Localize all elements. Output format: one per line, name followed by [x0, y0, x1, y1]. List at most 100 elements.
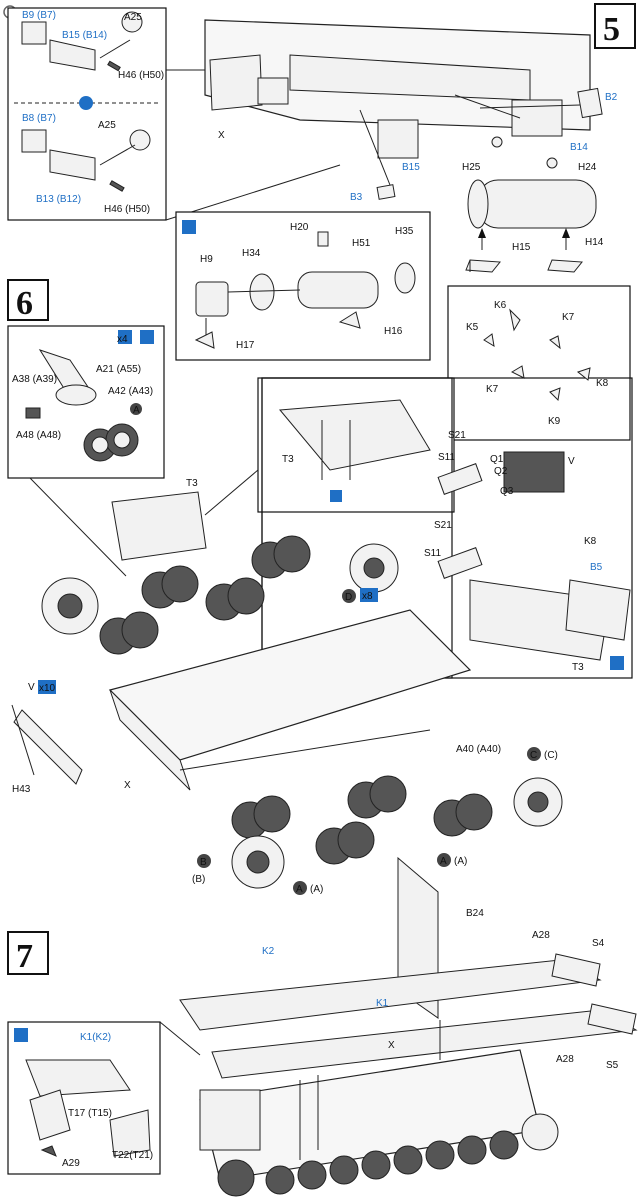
step6-suspension-inset: x4 A38 (A39) A21 (A55) A42 (A43) A48 (A4… — [7, 325, 165, 577]
step-6-number: 6 — [16, 285, 33, 322]
track-label-K6: K6 — [494, 300, 507, 311]
step-5: 5 B9 (B7) B15 (B14) A25 H46 (H50) B8 (B — [7, 3, 636, 361]
inset7-label-T22: T22(T21) — [112, 1150, 153, 1161]
hull-label-H24: H24 — [578, 162, 597, 173]
hull-label-B15: B15 — [402, 162, 420, 173]
track-label-S21b: S21 — [434, 520, 452, 531]
muffler-label-H16: H16 — [384, 326, 403, 337]
fender-K1 — [211, 1009, 638, 1079]
hull6-label-A40: A40 (A40) — [456, 744, 501, 755]
inset-label-1: B15 (B14) — [62, 30, 107, 41]
inset-label-7: H46 (H50) — [104, 204, 150, 215]
step7-label-K1: K1 — [376, 998, 389, 1009]
track-label-K9: K9 — [548, 416, 561, 427]
hull-label-B2: B2 — [605, 92, 618, 103]
hull-label-H15: H15 — [512, 242, 531, 253]
muffler-label-H51: H51 — [352, 238, 371, 249]
hull-label-H25: H25 — [462, 162, 481, 173]
track-label-T3c: T3 — [186, 478, 198, 489]
hull6-label-X: X — [124, 780, 131, 791]
hull6-label-A1: A — [296, 884, 303, 895]
track-label-Q2: Q2 — [494, 466, 508, 477]
step-7: 7 B24 K2 A28 S4 K1 X A2 — [7, 856, 638, 1197]
track-label-K5: K5 — [466, 322, 479, 333]
track-label-K8: K8 — [596, 378, 609, 389]
inset-label-4: B8 (B7) — [22, 113, 56, 124]
step7-label-A28b: A28 — [556, 1054, 574, 1065]
engine-deck-T3 — [111, 491, 207, 561]
step-7-number: 7 — [16, 938, 33, 975]
step7-label-A28a: A28 — [532, 930, 550, 941]
track-label-Q3: Q3 — [500, 486, 514, 497]
hull6-label-H43: H43 — [12, 784, 31, 795]
inset-label-5: A25 — [98, 120, 116, 131]
step6-track-inset: T3 K6 K5 K7 K7 K8 K9 S21 S11 Q1 Q2 Q3 — [186, 285, 633, 679]
inset6-label-A: A — [133, 405, 140, 416]
fender-K2 — [179, 959, 602, 1031]
step-6: 6 x4 A38 (A39) A21 (A55) A42 (A43) A48 (… — [7, 279, 633, 895]
step6-lower-hull: V x10 H43 X D x8 A40 (A40) C (C) B (B) A… — [11, 535, 563, 895]
muffler-label-H9: H9 — [200, 254, 213, 265]
track-label-S11b: S11 — [424, 548, 441, 559]
hull6-label-D: D — [345, 592, 352, 603]
hull6-label-x8: x8 — [362, 591, 373, 602]
muffler-label-H17: H17 — [236, 340, 255, 351]
step-5-box — [594, 3, 636, 49]
hull6-label-Bb: (B) — [192, 874, 205, 885]
step7-inset: K1(K2) T17 (T15) A29 T22(T21) — [7, 1021, 201, 1175]
inset6-label-A38: A38 (A39) — [12, 374, 57, 385]
hull-label-B14: B14 — [570, 142, 588, 153]
t3-label-top: T3 — [282, 454, 294, 465]
inset-label-3: H46 (H50) — [118, 70, 164, 81]
paint-icon — [182, 220, 196, 234]
hull-label-X: X — [218, 130, 225, 141]
step7-roadwheels — [217, 1113, 559, 1197]
step7-label-B24: B24 — [466, 908, 484, 919]
step7-label-X: X — [388, 1040, 395, 1051]
step-7-box — [7, 931, 49, 975]
wheel-type-A-marker — [130, 403, 142, 415]
inset6-label-A42: A42 (A43) — [108, 386, 153, 397]
hull-label-B3: B3 — [350, 192, 363, 203]
muffler-label-H35: H35 — [395, 226, 414, 237]
step5-inset: B9 (B7) B15 (B14) A25 H46 (H50) B8 (B7) … — [7, 7, 341, 221]
step7-label-S5: S5 — [606, 1060, 619, 1071]
hull6-label-A2b: (A) — [454, 856, 467, 867]
track-label-K7a: K7 — [562, 312, 575, 323]
step7-label-S4: S4 — [592, 938, 605, 949]
step-6-box — [7, 279, 49, 321]
hull6-label-x10: x10 — [39, 683, 56, 694]
inset6-label-A21: A21 (A55) — [96, 364, 141, 375]
hull6-label-A2: A — [440, 856, 447, 867]
track-label-S11a: S11 — [438, 452, 455, 463]
hull-label-H14: H14 — [585, 237, 604, 248]
paint-icon-3 — [610, 656, 624, 670]
inset7-label-A29: A29 — [62, 1158, 80, 1169]
inset6-label-A48: A48 (A48) — [16, 430, 61, 441]
inset7-label-T17: T17 (T15) — [68, 1108, 112, 1119]
muffler-label-H34: H34 — [242, 248, 261, 259]
muffler-body — [477, 179, 597, 229]
track-label-T3b: T3 — [572, 662, 584, 673]
inset6-label-x4: x4 — [117, 334, 128, 345]
step5-muffler-inset: H20 H35 H51 H34 H9 H16 H17 — [175, 211, 431, 361]
track-label-Q1: Q1 — [490, 454, 504, 465]
hull6-label-B: B — [200, 857, 207, 868]
hull6-label-Cb: (C) — [544, 750, 558, 761]
step-5-number: 5 — [603, 11, 620, 48]
track-label-K8b: K8 — [584, 536, 597, 547]
mirror-icon — [79, 96, 93, 110]
paint-icon-4 — [14, 1028, 28, 1042]
track-run-V — [13, 709, 83, 785]
inset-label-6: B13 (B12) — [36, 194, 81, 205]
track-label-V: V — [568, 456, 575, 467]
hull6-label-V: V — [28, 682, 35, 693]
roadwheels-lower — [231, 775, 563, 889]
inset7-label-K1K2: K1(K2) — [80, 1032, 111, 1043]
step5-rear-hull: X B2 B14 H25 H24 B15 B3 H15 H14 — [204, 19, 618, 273]
step7-label-K2: K2 — [262, 946, 275, 957]
inset-label-2: A25 — [124, 12, 142, 23]
inset-label-0: B9 (B7) — [22, 10, 56, 21]
track-label-B5: B5 — [590, 562, 603, 573]
